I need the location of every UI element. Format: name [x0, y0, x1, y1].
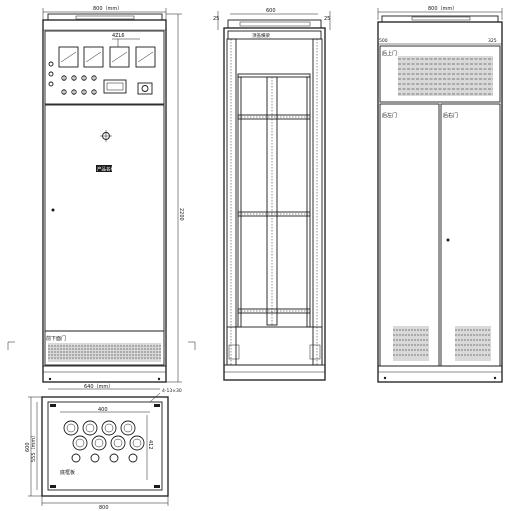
front-width-label: 800（mm）: [93, 6, 122, 12]
switch-knob-row-1: [61, 75, 97, 81]
rear-left-door-label: 后左门: [382, 112, 397, 119]
rear-upper-door-label: 后上门: [382, 50, 397, 57]
front-view: 800（mm） 4ZL6: [7, 6, 196, 383]
front-width-dimension: 800（mm）: [42, 6, 167, 20]
cable-holes-small: [71, 453, 138, 463]
display-window: [103, 79, 127, 94]
meter-2: [83, 46, 104, 68]
front-door-handle: [51, 208, 55, 212]
front-base: [42, 365, 167, 383]
side-right-offset: 25: [324, 16, 330, 22]
base-top-dimension: 640（mm） 4-13×30: [48, 384, 182, 403]
spec-label: 4ZL6: [112, 33, 125, 39]
meter-1: [58, 46, 79, 68]
frame-top-label: 顶盖横梁: [252, 32, 270, 39]
base-view-label: 底框板: [60, 469, 75, 476]
rear-width-label: 800（mm）: [428, 6, 457, 12]
side-width-dimension: 600 25 25: [213, 8, 330, 30]
nameplate-text: 产品名称: [97, 166, 115, 173]
nameplate: [96, 165, 112, 172]
cable-holes-large: [63, 420, 145, 451]
bottom-panel-label: 前下面门: [46, 335, 66, 342]
rear-lower-louvers-left: [393, 326, 429, 361]
frame-lower-section: [226, 326, 323, 366]
front-bottom-panel: [44, 330, 165, 366]
base-side-dim-label: 412: [147, 440, 153, 450]
rear-door-handle: [446, 238, 450, 242]
base-top-width-label: 640（mm）: [84, 384, 113, 390]
rear-base: [377, 365, 503, 383]
side-width-label: 600: [266, 8, 276, 14]
rear-right-door-label: 后右门: [443, 112, 458, 119]
base-height-dimension: 600 555（mm）: [25, 396, 42, 497]
frame-top-cap: [227, 19, 322, 29]
rear-right-offset: 325: [488, 38, 497, 44]
base-inner-frame: [47, 401, 163, 491]
base-height-label-2: 555（mm）: [31, 433, 37, 462]
meter-4: [135, 46, 156, 68]
base-view: 640（mm） 4-13×30 400: [25, 384, 182, 511]
switch-knob-row-2: [61, 89, 97, 95]
frame-left-post: [226, 38, 237, 366]
meter-row: [58, 46, 156, 68]
rear-left-offset: 500: [379, 38, 388, 44]
front-height-dimension: 2200: [166, 13, 184, 383]
base-outer-frame: [41, 396, 169, 497]
frame-base: [223, 364, 326, 381]
indicator-lamps: [48, 61, 54, 87]
frame-right-post: [312, 38, 323, 366]
rear-lower-louvers-right: [455, 326, 491, 361]
base-bottom-width-label: 800: [99, 505, 109, 511]
rear-width-dimension: 800（mm）: [377, 6, 503, 20]
front-cabinet-body: [42, 19, 167, 383]
instrument-panel: [44, 30, 165, 105]
hole-spec-label: 4-13×30: [162, 388, 182, 394]
rear-upper-door: [379, 45, 501, 103]
base-bottom-dimension: 800: [41, 496, 169, 511]
rear-view: 800（mm） 500 325 后上门 后左门 后右门: [377, 6, 503, 383]
side-view: 600 25 25 顶盖横梁: [213, 8, 330, 381]
frame-top-beam: [227, 30, 322, 40]
front-height-label: 2200: [178, 208, 184, 221]
base-height-label: 600: [25, 442, 31, 452]
meter-3: [109, 46, 130, 68]
selector-switch: [137, 82, 153, 95]
front-louvers: [48, 343, 161, 362]
side-left-offset: 25: [213, 16, 219, 22]
rear-upper-louvers: [398, 56, 493, 96]
base-inner-width-label: 400: [98, 407, 108, 413]
